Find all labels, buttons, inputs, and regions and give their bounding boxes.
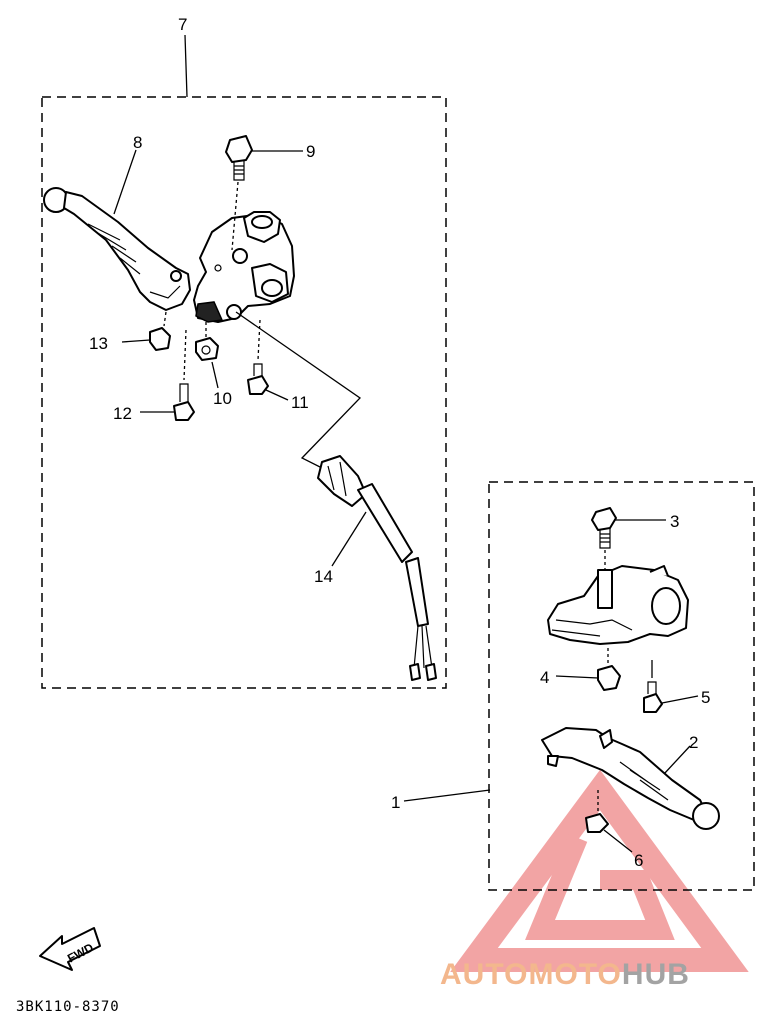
fwd-arrow-icon: FWD [39, 927, 101, 971]
callout-10: 10 [213, 389, 232, 408]
clutch-lever [43, 187, 191, 311]
callout-6: 6 [634, 851, 643, 870]
screw-5 [643, 660, 663, 713]
callout-4: 4 [540, 668, 549, 687]
callout-14: 14 [314, 567, 333, 586]
diagram-code: 3BK110-8370 [16, 999, 120, 1015]
callout-5: 5 [701, 688, 710, 707]
screw-12 [173, 329, 195, 421]
watermark-text: AUTOMOTOHUB [440, 958, 690, 991]
callout-2: 2 [689, 733, 698, 752]
clutch-lever-holder [193, 211, 295, 323]
bolt-9 [225, 135, 253, 251]
brake-lever [541, 727, 720, 830]
nut-13 [149, 311, 171, 351]
nut-4 [597, 648, 621, 691]
nut-10 [195, 322, 219, 361]
callout-1: 1 [391, 793, 400, 812]
screw-11 [247, 319, 269, 395]
callout-3: 3 [670, 512, 679, 531]
callout-13: 13 [89, 334, 108, 353]
callout-12: 12 [113, 404, 132, 423]
watermark-part1: AUTOMOTO [440, 958, 622, 991]
callout-9: 9 [306, 142, 315, 161]
part-6 [585, 790, 609, 833]
clutch-switch [317, 455, 437, 681]
assembly-1-box [488, 481, 755, 891]
brake-lever-holder [547, 565, 689, 645]
watermark-part2: HUB [622, 958, 690, 991]
watermark-logo [450, 769, 749, 972]
callout-8: 8 [133, 133, 142, 152]
callout-7: 7 [178, 15, 187, 34]
assembly-7-box [41, 96, 447, 689]
callout-11: 11 [291, 393, 309, 412]
